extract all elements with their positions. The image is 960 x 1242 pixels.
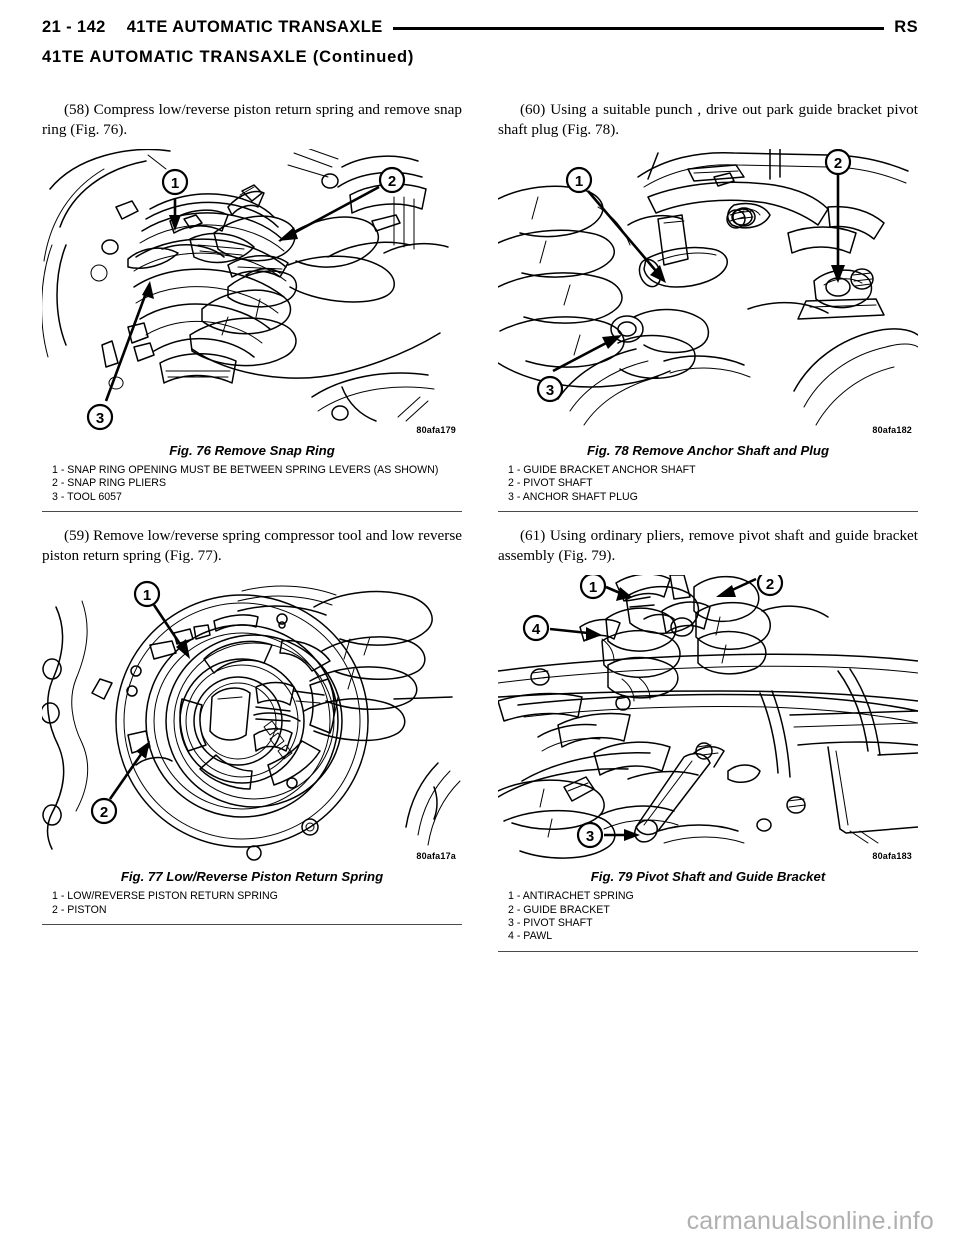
figure-79: 1 2: [498, 575, 918, 952]
figure-77: 1 2 80afa17a Fig. 77 Low/Reverse Piston …: [42, 575, 462, 926]
figure-79-caption: Fig. 79 Pivot Shaft and Guide Bracket: [590, 869, 826, 885]
figure-78-caption: Fig. 78 Remove Anchor Shaft and Plug: [586, 443, 830, 458]
callout-1: 1: [579, 575, 632, 602]
figure-79-legend: 1 - ANTIRACHET SPRING 2 - GUIDE BRACKET …: [508, 890, 918, 944]
legend-item: 4 - PAWL: [508, 930, 553, 943]
figure-79-artwork: 1 2: [498, 575, 918, 866]
figure-76-artwork: 1 2: [42, 149, 462, 439]
step-61: (61) Using ordinary pliers, remove pivot…: [498, 527, 918, 564]
step-60: (60) Using a suitable punch , drive out …: [498, 101, 918, 138]
legend-item: 2 - PISTON: [52, 903, 107, 916]
legend-item: 3 - ANCHOR SHAFT PLUG: [508, 490, 638, 503]
callout-2: 2: [90, 741, 150, 825]
svg-text:1: 1: [575, 173, 583, 190]
legend-item: 2 - PIVOT SHAFT: [508, 477, 593, 490]
legend-item: 1 - GUIDE BRACKET ANCHOR SHAFT: [508, 464, 696, 476]
figure-76-id-code: 80afa179: [416, 425, 456, 435]
svg-text:1: 1: [171, 175, 179, 192]
figure-77-divider: [42, 924, 462, 926]
svg-text:2: 2: [766, 576, 774, 593]
figure-76-legend: 1 - SNAP RING OPENING MUST BE BETWEEN SP…: [52, 464, 462, 504]
callout-1: 1: [565, 166, 666, 283]
svg-text:2: 2: [388, 173, 396, 190]
callout-4: 4: [522, 615, 602, 642]
callout-1: 1: [133, 581, 190, 660]
figure-79-id-code: 80afa183: [872, 851, 912, 862]
figure-77-legend: 1 - LOW/REVERSE PISTON RETURN SPRING 2 -…: [52, 890, 462, 917]
callout-3: 3: [536, 335, 622, 403]
svg-text:1: 1: [143, 587, 151, 604]
legend-item: 2 - SNAP RING PLIERS: [52, 477, 167, 490]
step-59: (59) Remove low/reverse spring compresso…: [42, 527, 462, 564]
callout-2: 2: [824, 149, 852, 283]
site-watermark: carmanualsonline.info: [686, 1207, 934, 1235]
right-column: (60) Using a suitable punch , drive out …: [498, 100, 918, 952]
callout-3: 3: [86, 281, 154, 431]
callout-3: 3: [576, 822, 640, 849]
svg-text:2: 2: [100, 804, 108, 821]
figure-78-artwork: 1 2: [498, 149, 918, 439]
svg-text:1: 1: [589, 579, 597, 596]
running-header: 21 - 142 41TE AUTOMATIC TRANSAXLE RS: [42, 14, 918, 40]
figure-76-divider: [42, 511, 462, 513]
page-number: 21 - 142: [42, 17, 106, 36]
step-58: (58) Compress low/reverse piston return …: [42, 101, 462, 138]
legend-item: 1 - SNAP RING OPENING MUST BE BETWEEN SP…: [52, 464, 439, 476]
figure-77-artwork: 1 2 80afa17a: [42, 575, 462, 866]
header-rule: [392, 26, 885, 30]
figure-77-caption: Fig. 77 Low/Reverse Piston Return Spring: [120, 869, 384, 885]
figure-78: 1 2: [498, 149, 918, 513]
running-section-title: 41TE AUTOMATIC TRANSAXLE: [126, 17, 383, 36]
manual-code: RS: [894, 17, 918, 36]
section-heading: 41TE AUTOMATIC TRANSAXLE (Continued): [42, 48, 415, 66]
legend-item: 3 - PIVOT SHAFT: [508, 917, 593, 930]
svg-text:3: 3: [586, 828, 594, 845]
legend-item: 3 - TOOL 6057: [52, 490, 122, 503]
callout-2: 2: [278, 166, 406, 241]
svg-text:2: 2: [834, 155, 842, 172]
legend-item: 1 - ANTIRACHET SPRING: [508, 890, 634, 903]
figure-78-divider: [498, 511, 918, 513]
figure-78-id-code: 80afa182: [872, 425, 912, 435]
figure-77-id-code: 80afa17a: [416, 851, 456, 862]
callout-2: 2: [716, 575, 784, 598]
figure-78-legend: 1 - GUIDE BRACKET ANCHOR SHAFT 2 - PIVOT…: [508, 464, 918, 504]
legend-item: 1 - LOW/REVERSE PISTON RETURN SPRING: [52, 890, 278, 903]
figure-76-caption: Fig. 76 Remove Snap Ring: [169, 443, 335, 458]
svg-text:4: 4: [532, 621, 541, 638]
svg-text:3: 3: [96, 410, 104, 427]
figure-76: 1 2: [42, 149, 462, 513]
running-header-left: 21 - 142 41TE AUTOMATIC TRANSAXLE: [42, 18, 383, 37]
svg-text:3: 3: [546, 382, 554, 399]
left-column: (58) Compress low/reverse piston return …: [42, 100, 462, 926]
callout-1: 1: [161, 168, 189, 231]
figure-79-divider: [498, 950, 918, 952]
legend-item: 2 - GUIDE BRACKET: [508, 903, 610, 916]
